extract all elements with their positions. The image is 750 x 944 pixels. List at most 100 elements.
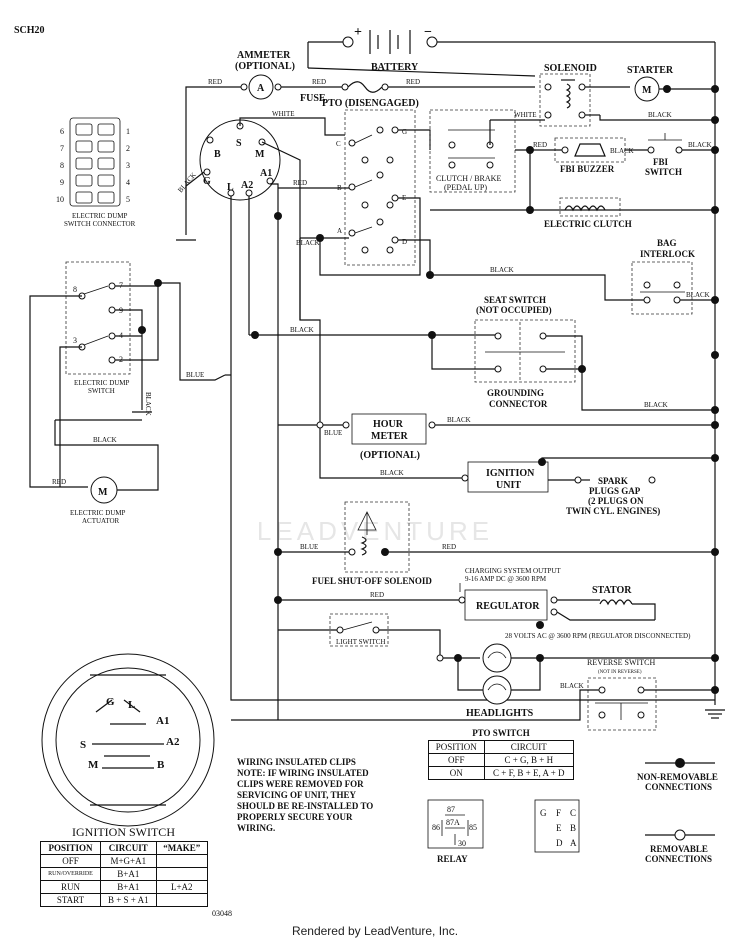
face-s: S (80, 739, 86, 751)
pto-term-g: G (402, 128, 407, 136)
ign-run-make: L+A2 (155, 880, 209, 894)
ign-term-b: B (214, 149, 221, 160)
dump-connector-label-2: SWITCH CONNECTOR (64, 220, 136, 228)
clutch-brake-label: CLUTCH / BRAKE (436, 174, 501, 183)
spark-plugs: SPARK PLUGS GAP (2 PLUGS ON TWIN CYL. EN… (566, 476, 660, 516)
grounding-label-1: GROUNDING (487, 388, 544, 398)
conn-pin-8: 8 (60, 161, 64, 170)
ammeter-label: AMMETER (237, 50, 291, 61)
ignition-table: POSITION CIRCUIT “MAKE” OFF M+G+A1 RUN/O… (39, 841, 209, 907)
connector-socket (97, 157, 115, 170)
wire-label-red-dump: RED (52, 478, 66, 486)
pto-table: POSITION CIRCUIT OFF C + G, B + H ON C +… (428, 740, 575, 780)
wire-label-blue-dump: BLUE (186, 371, 204, 379)
ignition-unit: IGNITION UNIT (461, 458, 549, 493)
seat-switch-label-2: (NOT OCCUPIED) (476, 305, 552, 315)
electric-clutch: ELECTRIC CLUTCH (544, 197, 632, 229)
headlights: HEADLIGHTS (466, 643, 534, 719)
ignition-switch-title: IGNITION SWITCH (72, 825, 175, 839)
note-line-6: WIRING. (237, 823, 275, 833)
pto-on-position: ON (428, 766, 485, 780)
wire-label-black-fbi-switch: BLACK (688, 141, 712, 149)
connector-socket (75, 140, 93, 153)
dump-term-8: 8 (73, 285, 77, 294)
fbi-switch-label-2: SWITCH (645, 167, 682, 177)
note-line-5: PROPERLY SECURE YOUR (237, 812, 353, 822)
pto-th-position: POSITION (428, 740, 485, 754)
spark-label-2: PLUGS GAP (589, 486, 641, 496)
dump-switch-label-1: ELECTRIC DUMP (74, 379, 130, 387)
wire-label-black-dump: BLACK (144, 392, 152, 416)
fbi-buzzer: FBI BUZZER (554, 137, 626, 174)
pto-table-row: OFF C + G, B + H (428, 753, 575, 767)
hour-meter: HOUR METER (OPTIONAL) (342, 413, 436, 461)
connector-socket (75, 174, 93, 187)
wire-label-red-fuel: RED (442, 543, 456, 551)
actuator-symbol: M (98, 487, 108, 498)
legend-removable-2: CONNECTIONS (645, 854, 712, 864)
relay-86: 86 (432, 823, 440, 832)
watermark-text: LEADVENTURE (257, 516, 493, 546)
wire-label-blue-fuel: BLUE (300, 543, 318, 551)
clutch-brake-switch: CLUTCH / BRAKE (PEDAL UP) (429, 109, 516, 193)
stator-label: STATOR (592, 585, 632, 596)
connector-socket (75, 123, 93, 136)
connector-socket (75, 191, 93, 204)
conn-pin-6: 6 (60, 127, 64, 136)
ign-off-circuit: M+G+A1 (100, 854, 157, 868)
face-b: B (157, 759, 165, 771)
wire-label-red-solenoid: RED (406, 78, 420, 86)
stator: STATOR (592, 585, 633, 606)
face-a2: A2 (166, 736, 180, 748)
pto-off-circuit: C + G, B + H (483, 753, 575, 767)
dump-switch-label-2: SWITCH (88, 387, 115, 395)
ign-th-circuit: CIRCUIT (100, 841, 157, 855)
reverse-not-label: (NOT IN REVERSE) (598, 670, 642, 675)
ign-override-circuit: B+A1 (100, 867, 157, 881)
bag-interlock: BAG INTERLOCK (631, 238, 695, 315)
connector-socket (97, 140, 115, 153)
electric-dump-actuator: M ELECTRIC DUMP ACTUATOR (70, 476, 126, 525)
ign-start-make (155, 893, 209, 907)
wire-label-black-bag-right: BLACK (686, 291, 710, 299)
ign-th-make: “MAKE” (155, 841, 209, 855)
connector-socket (75, 157, 93, 170)
conn-pin-7: 7 (60, 144, 64, 153)
wire-label-black-pto: BLACK (296, 239, 320, 247)
ign-term-a1: A1 (260, 168, 272, 179)
dump-connector-label-1: ELECTRIC DUMP (72, 212, 128, 220)
pto-term-b: B (337, 184, 342, 192)
dump-actuator-label-1: ELECTRIC DUMP (70, 509, 126, 517)
wire-label-white-ign: WHITE (272, 110, 295, 118)
volts-ac-label: 28 VOLTS AC @ 3600 RPM (REGULATOR DISCON… (505, 632, 691, 640)
fuse-label: FUSE (300, 93, 326, 104)
battery: + − BATTERY (308, 25, 715, 73)
wire-label-black-actuator: BLACK (93, 436, 117, 444)
ign-run-position: RUN (39, 880, 102, 894)
face-g: G (106, 696, 115, 708)
wire-label-black-ground-conn: BLACK (644, 401, 668, 409)
spark-label-4: TWIN CYL. ENGINES) (566, 506, 660, 516)
pto-table-header: POSITION CIRCUIT (428, 740, 575, 754)
pto-label: PTO (DISENGAGED) (322, 98, 419, 109)
ign-term-g: G (203, 176, 211, 187)
ign-term-l: L (227, 182, 234, 193)
wire-label-red-fuse: RED (312, 78, 326, 86)
regulator: REGULATOR (458, 589, 548, 621)
legend-removable-1: REMOVABLE (650, 844, 708, 854)
relay: 87 87A 86 85 30 RELAY (427, 799, 484, 864)
wire-label-black-ground: BLACK (176, 171, 197, 194)
hour-meter-label-1: HOUR (373, 419, 404, 430)
pin-e: E (556, 823, 562, 833)
doc-code: SCH20 (14, 25, 45, 36)
note-line-1: NOTE: IF WIRING INSULATED (237, 768, 369, 778)
dump-actuator-label-2: ACTUATOR (82, 517, 120, 525)
fbi-switch-label-1: FBI (653, 157, 669, 167)
battery-plus: + (354, 25, 362, 40)
face-a1: A1 (156, 715, 169, 727)
bag-interlock-label-1: BAG (657, 238, 677, 248)
relay-87a: 87A (446, 818, 460, 827)
note-line-2: CLIPS WERE REMOVED FOR (237, 779, 364, 789)
electric-dump-connector: 6 7 8 9 10 1 2 3 4 5 ELECTRIC DUMP SWITC… (56, 117, 136, 228)
